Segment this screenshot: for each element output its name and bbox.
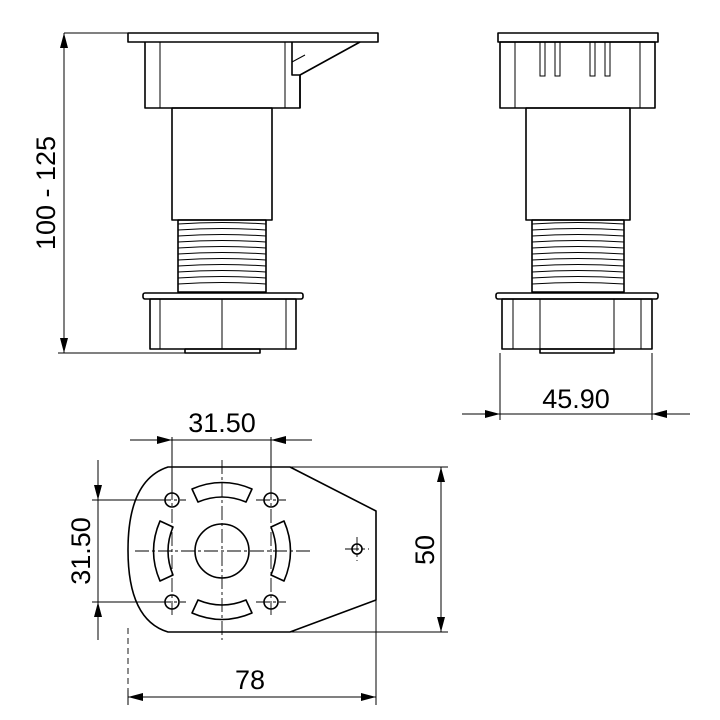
height-dimension: 100 - 125 [31, 32, 185, 354]
thread-line [177, 282, 267, 285]
thread-line [531, 264, 625, 267]
thread-line [177, 264, 267, 267]
front-tube [171, 107, 273, 221]
thread-line [177, 246, 267, 249]
base-plate-outline [127, 466, 377, 633]
thread-line [177, 234, 267, 237]
front-foot-pad [184, 348, 261, 354]
side-width-dimension: 45.90 [462, 353, 690, 420]
thread-line [177, 276, 267, 279]
height-dimension-label: 100 - 125 [31, 136, 61, 250]
thread-line [177, 270, 267, 273]
thread-line [531, 258, 625, 261]
side-slots [539, 41, 611, 77]
thread-line [177, 252, 267, 255]
thread-line [531, 252, 625, 255]
plate-length-label: 78 [235, 665, 265, 695]
thread-line [531, 276, 625, 279]
centerlines [127, 460, 369, 690]
front-gusset [299, 41, 361, 108]
plate-length-dimension: 78 [127, 600, 377, 705]
front-thread [177, 219, 267, 293]
plate-width-label: 50 [410, 535, 440, 565]
top-view [127, 460, 377, 690]
thread-line [531, 222, 625, 225]
thread-line [177, 228, 267, 231]
plate-width-dimension: 50 [290, 466, 448, 633]
side-top-plate [497, 32, 659, 43]
side-thread [531, 219, 625, 293]
hole-spacing-x-dimension: 31.50 [130, 408, 312, 493]
front-foot-base [149, 298, 297, 350]
thread-line [177, 240, 267, 243]
hole-spacing-y-label: 31.50 [66, 517, 96, 585]
hole-spacing-y-dimension: 31.50 [66, 460, 165, 640]
thread-line [531, 240, 625, 243]
side-foot-base [501, 298, 653, 350]
front-cap-body [144, 42, 301, 109]
thread-line [531, 246, 625, 249]
thread-line [531, 270, 625, 273]
thread-line [177, 258, 267, 261]
thread-line [531, 234, 625, 237]
side-width-label: 45.90 [542, 384, 610, 414]
front-view [127, 32, 379, 354]
front-foot-flange [142, 292, 304, 300]
side-view [495, 32, 659, 354]
thread-line [531, 282, 625, 285]
front-top-plate [127, 32, 379, 43]
side-foot-pad [539, 348, 615, 354]
side-tube [525, 107, 631, 221]
side-cap-body [499, 41, 656, 109]
hole-spacing-x-label: 31.50 [188, 408, 256, 438]
thread-line [177, 222, 267, 225]
side-foot-flange [495, 292, 659, 300]
thread-line [531, 228, 625, 231]
